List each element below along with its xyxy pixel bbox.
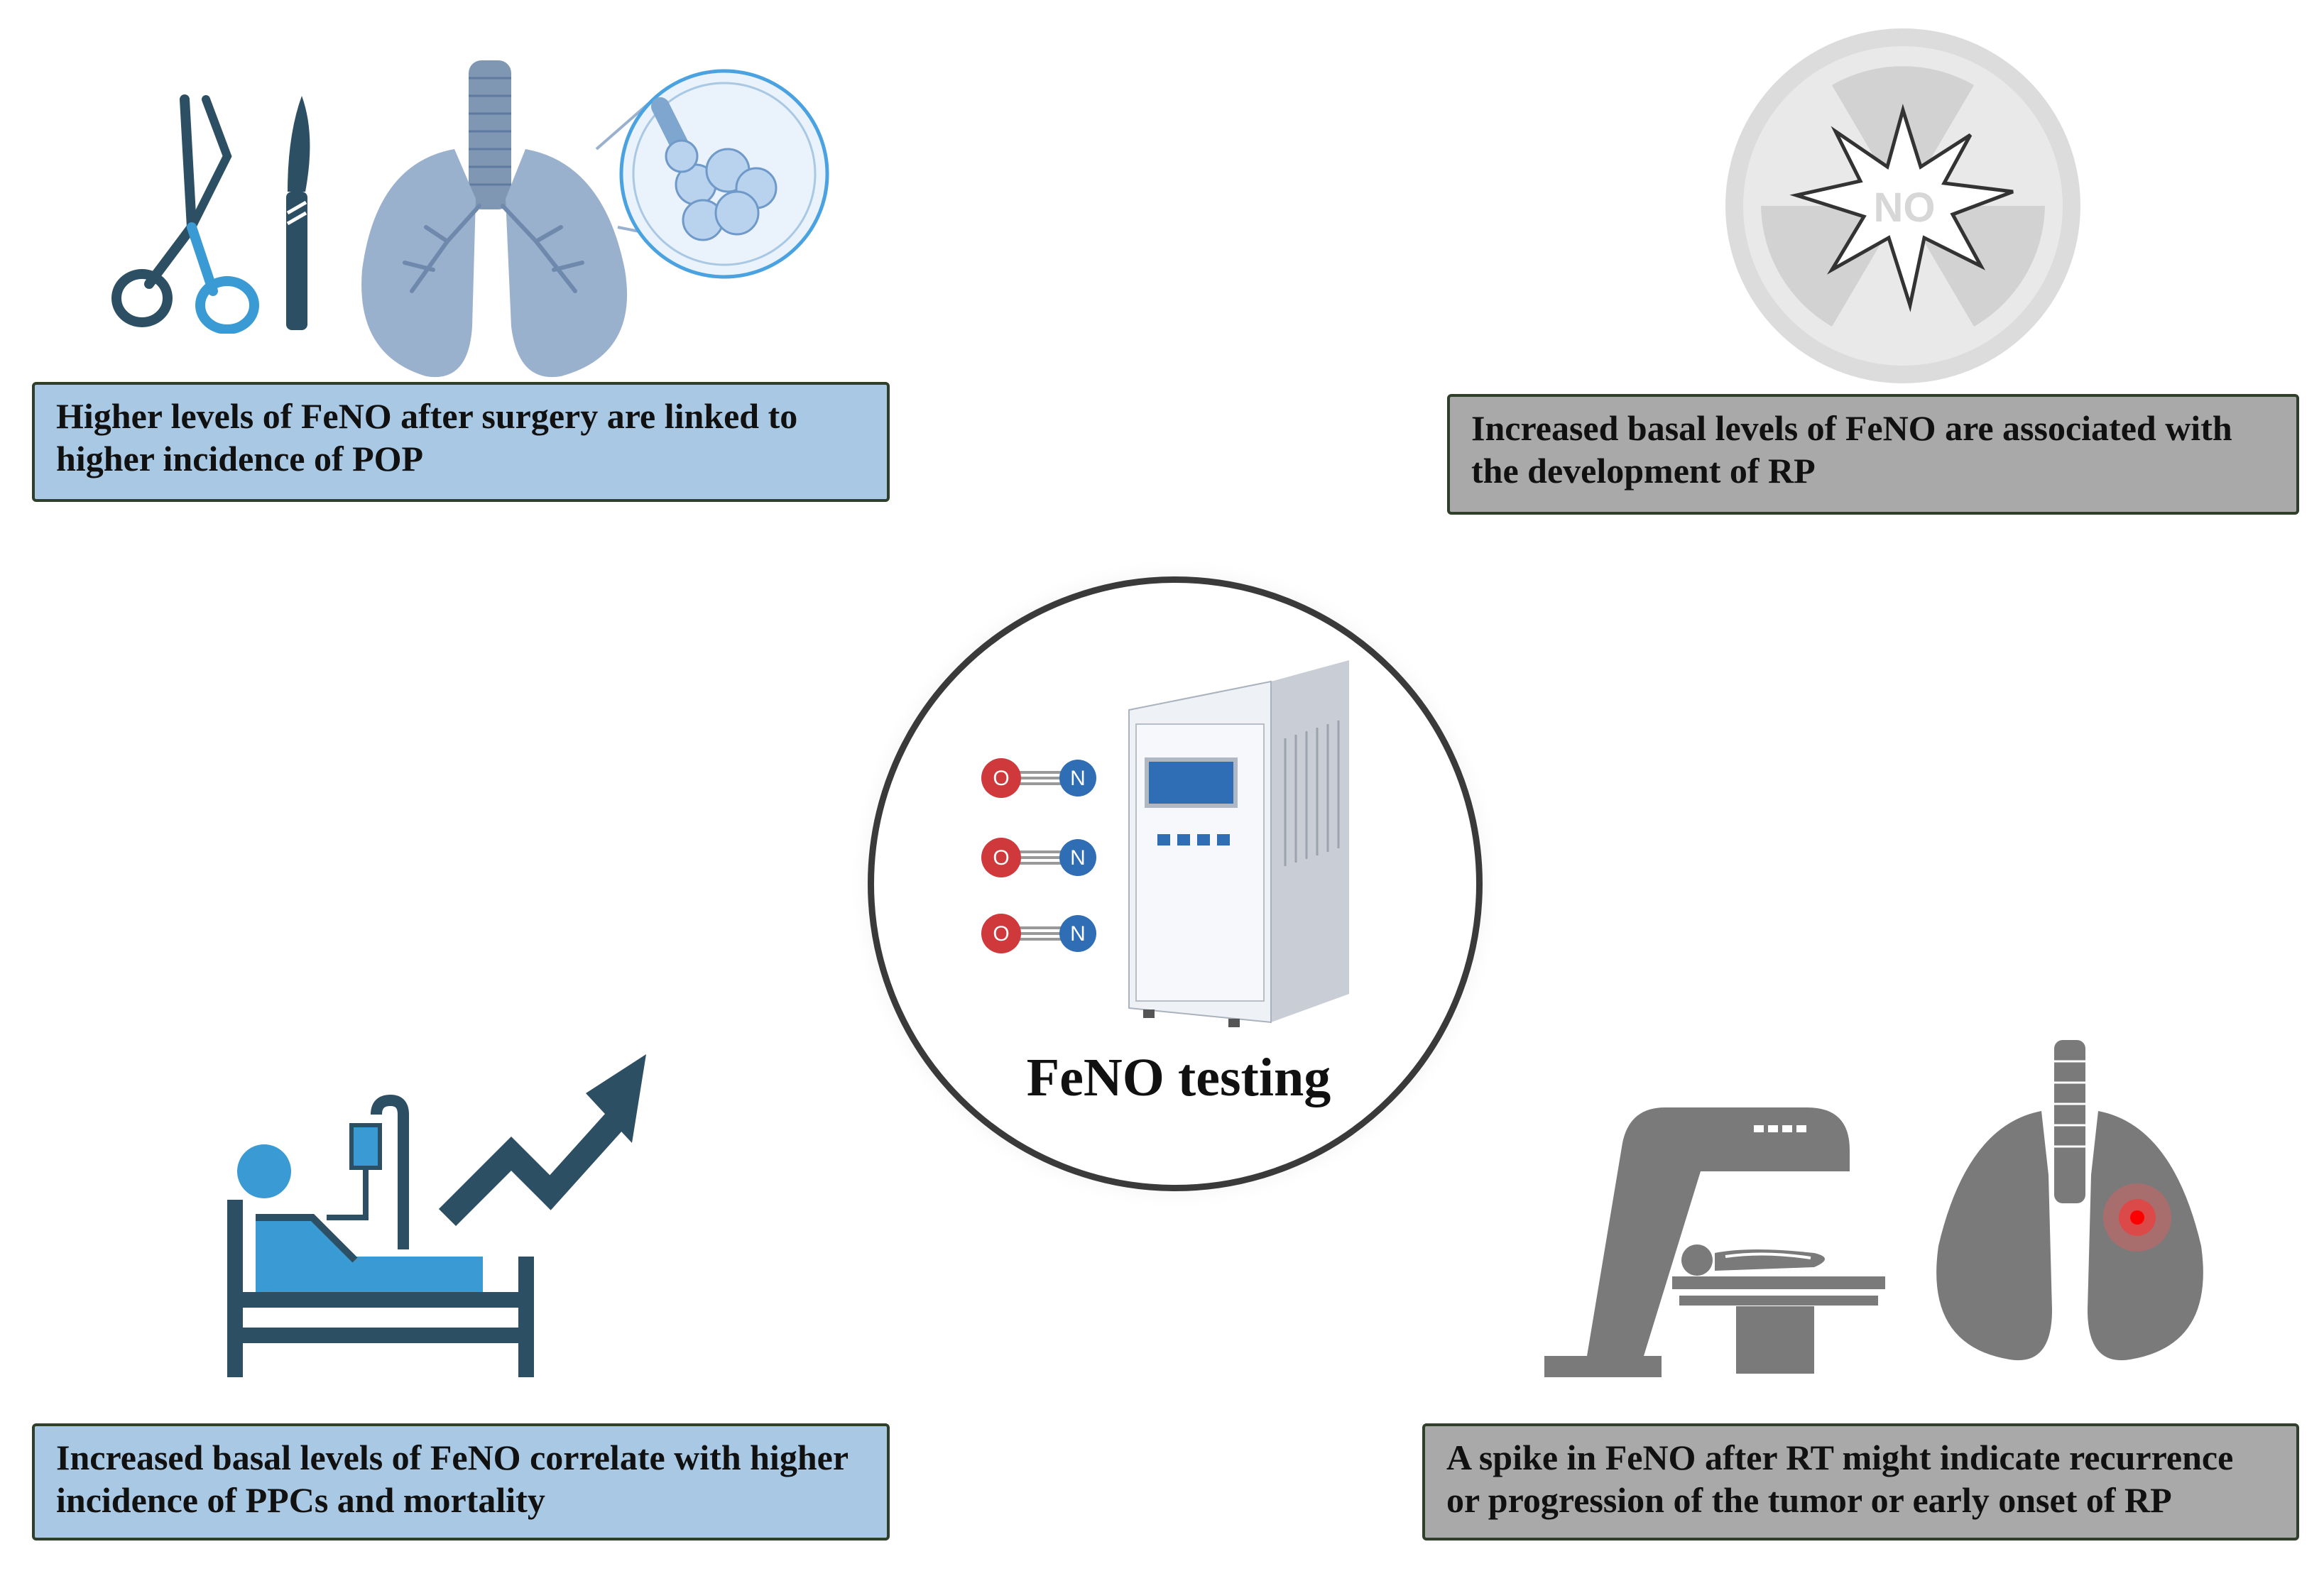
rt-spike-box: A spike in FeNO after RT might indicate … bbox=[1422, 1423, 2299, 1541]
surgery-pop-text: Higher levels of FeNO after surgery are … bbox=[56, 396, 798, 478]
surgery-pop-box: Higher levels of FeNO after surgery are … bbox=[32, 382, 890, 502]
oxygen-atom-label: O bbox=[993, 846, 1009, 870]
nitrogen-atom-label: N bbox=[1070, 767, 1086, 790]
radiation-no-icon: NO bbox=[1725, 28, 2080, 383]
nitrogen-atom-label: N bbox=[1070, 846, 1086, 870]
ppcs-mortality-text: Increased basal levels of FeNO correlate… bbox=[56, 1438, 849, 1520]
rp-development-box: Increased basal levels of FeNO are assoc… bbox=[1447, 394, 2299, 515]
feno-testing-title: FeNO testing bbox=[1026, 1048, 1331, 1107]
lungs-tumor-icon bbox=[1936, 1040, 2203, 1361]
rp-development-text: Increased basal levels of FeNO are assoc… bbox=[1471, 408, 2232, 491]
no-molecule-icon: O N bbox=[981, 758, 1096, 798]
radiotherapy-machine-icon bbox=[1544, 1107, 1885, 1377]
nitrogen-atom-label: N bbox=[1070, 922, 1086, 946]
scissors-icon bbox=[111, 94, 259, 334]
rising-trend-arrow-icon bbox=[438, 1054, 646, 1227]
no-molecule-icon: O N bbox=[981, 914, 1096, 953]
lungs-icon bbox=[361, 60, 829, 378]
feno-analyzer-device-icon bbox=[1128, 660, 1349, 1027]
rt-spike-text: A spike in FeNO after RT might indicate … bbox=[1446, 1438, 2234, 1520]
hospital-patient-icon bbox=[227, 1094, 534, 1377]
no-molecule-icon: O N bbox=[981, 838, 1096, 877]
ppcs-mortality-box: Increased basal levels of FeNO correlate… bbox=[32, 1423, 890, 1541]
oxygen-atom-label: O bbox=[993, 922, 1009, 946]
scalpel-icon bbox=[286, 96, 310, 330]
no-burst-label: NO bbox=[1874, 185, 1936, 231]
oxygen-atom-label: O bbox=[993, 767, 1009, 790]
